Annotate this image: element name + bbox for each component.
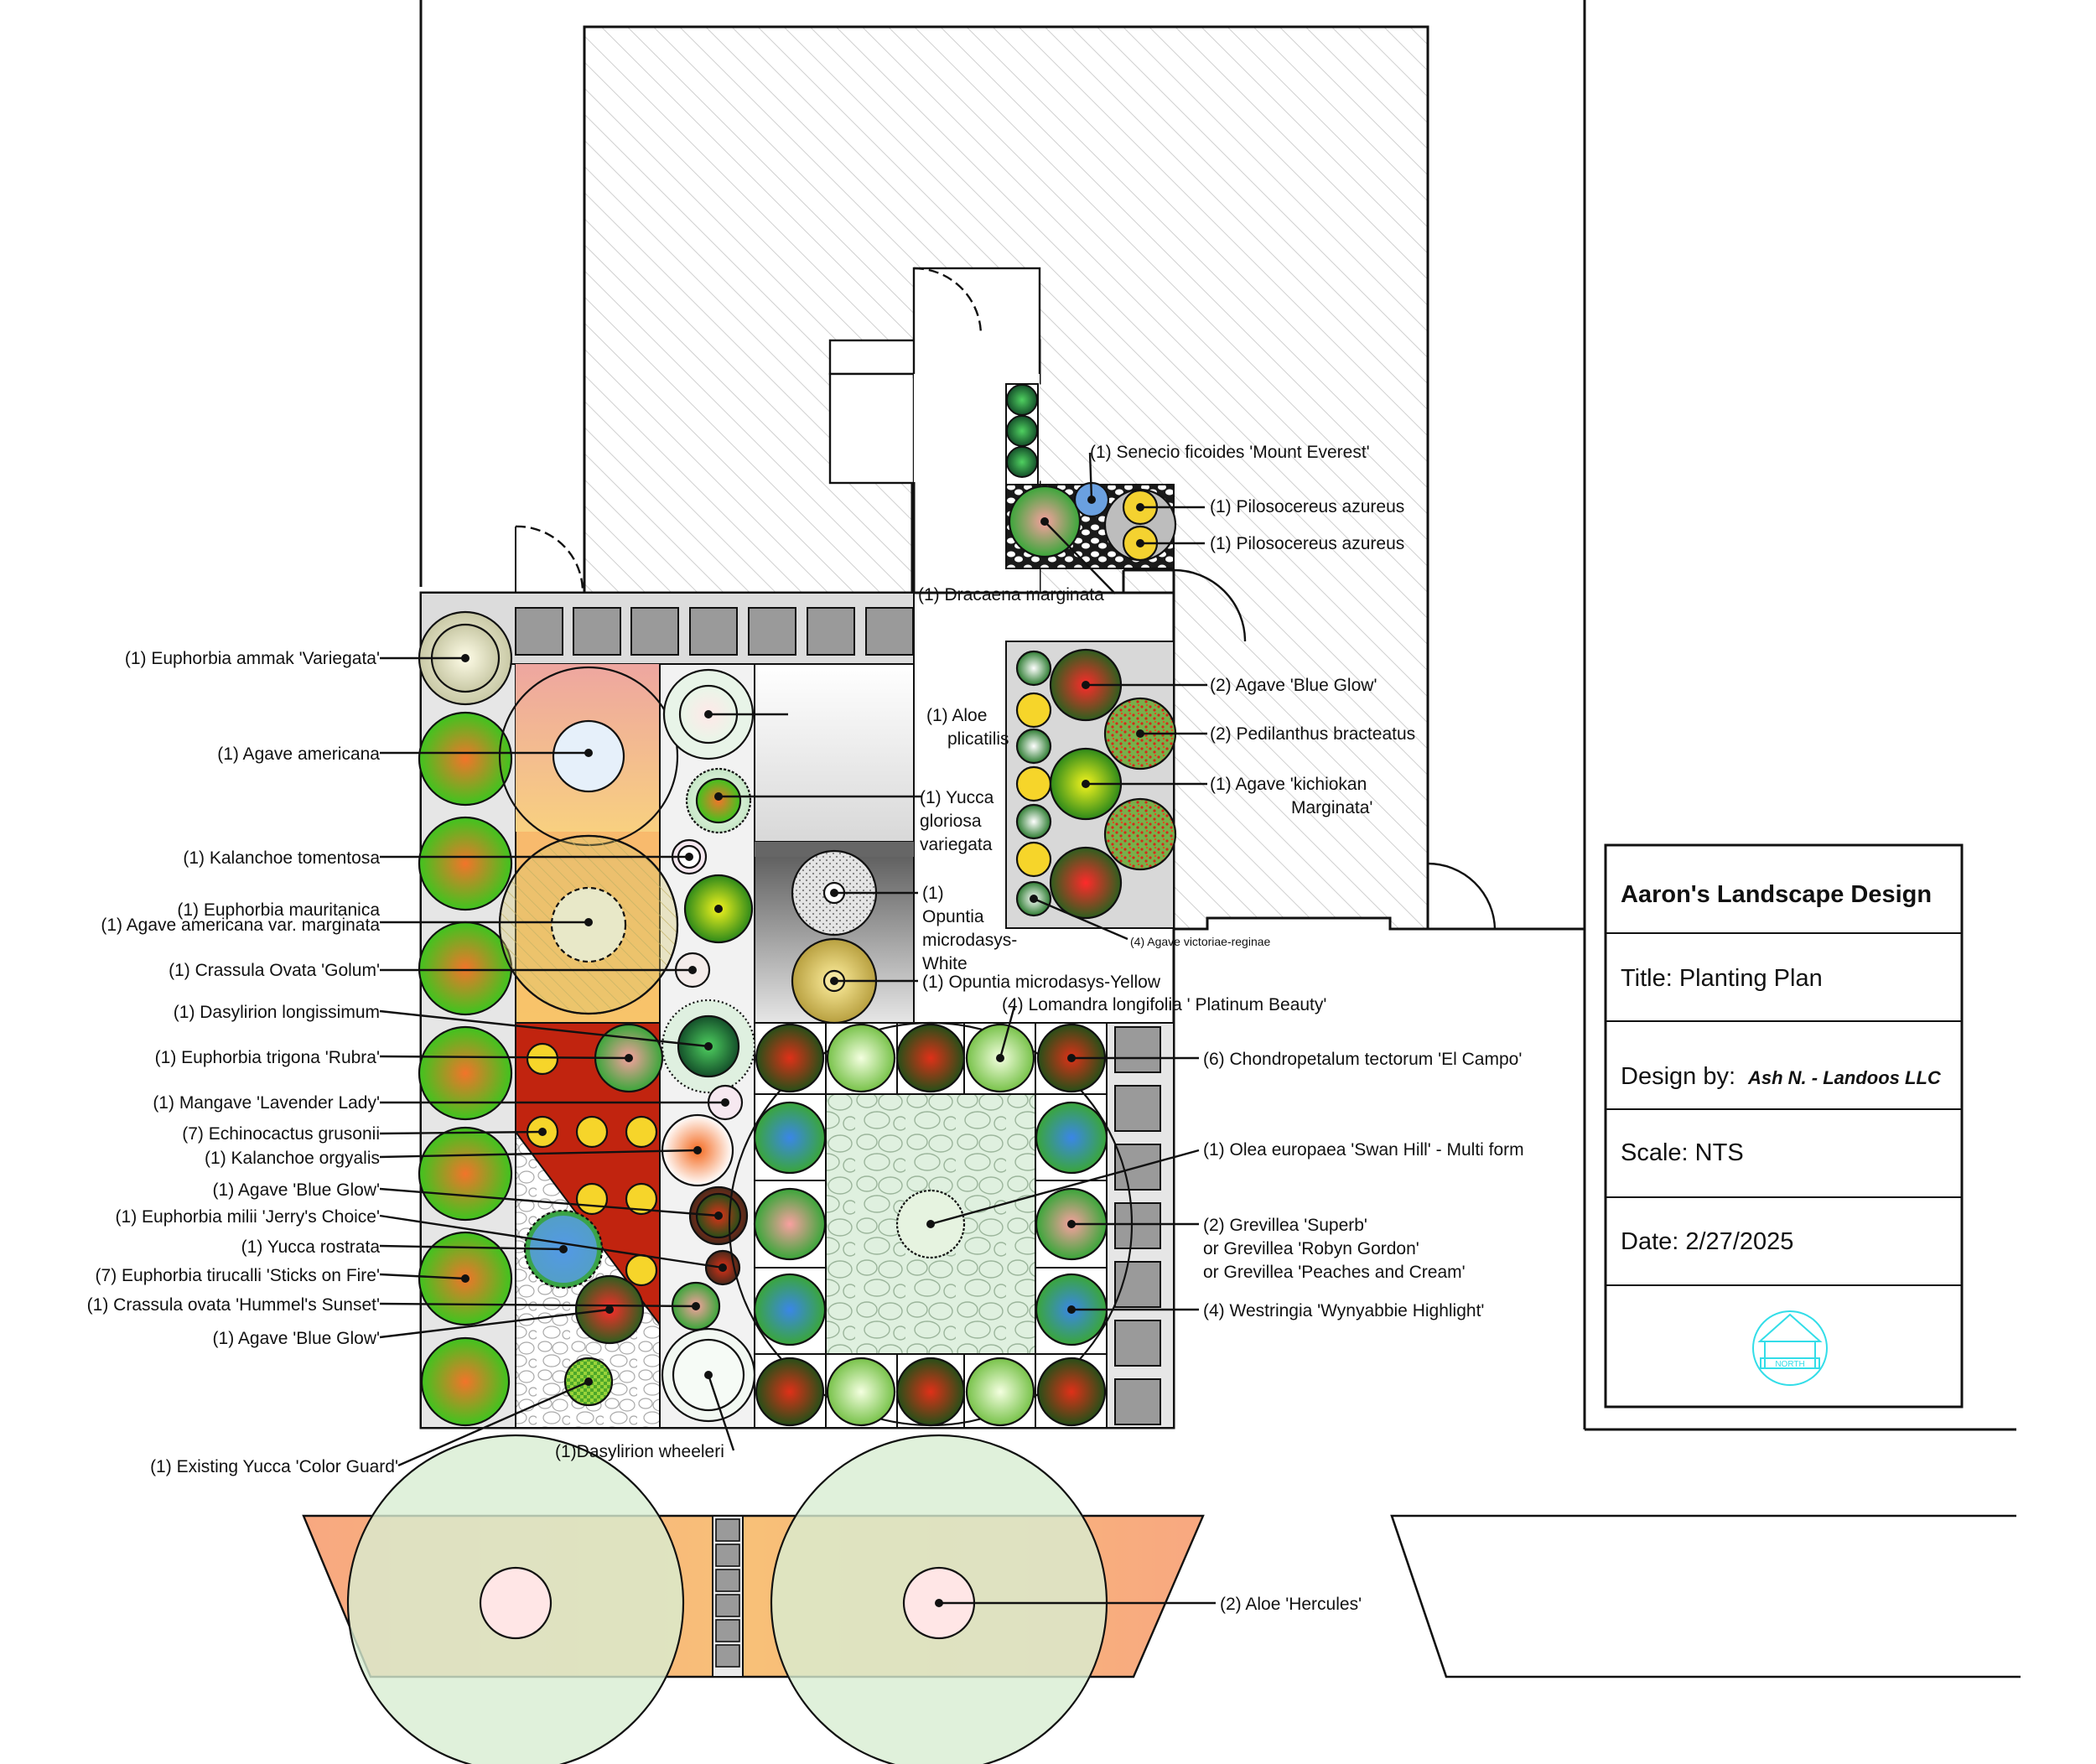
label-grevillea-2: or Grevillea 'Robyn Gordon' bbox=[1203, 1239, 1419, 1258]
label-yucca-gloriosa-1: (1) Yucca bbox=[920, 788, 994, 807]
label-echinocactus: (7) Echinocactus grusonii bbox=[182, 1124, 380, 1144]
label-dracaena: (1) Dracaena marginata bbox=[918, 585, 1104, 604]
label-yucca-rostrata: (1) Yucca rostrata bbox=[241, 1237, 381, 1257]
leader-lines bbox=[379, 452, 1216, 1605]
label-senecio: (1) Senecio ficoides 'Mount Everest' bbox=[1090, 443, 1370, 462]
label-mangave: (1) Mangave 'Lavender Lady' bbox=[153, 1093, 380, 1113]
title-block-scale: Scale: NTS bbox=[1621, 1139, 1744, 1166]
label-grevillea-1: (2) Grevillea 'Superb' bbox=[1203, 1216, 1367, 1235]
label-agave-blue-glow-b: (1) Agave 'Blue Glow' bbox=[213, 1329, 380, 1348]
front-planter-right-outline bbox=[1390, 1514, 2021, 1678]
label-crassula-hummel: (1) Crassula ovata 'Hummel's Sunset' bbox=[87, 1295, 380, 1315]
label-euphorbia-mauritanica: (1) Euphorbia mauritanica bbox=[177, 900, 380, 920]
label-agave-marginata: (1) Agave americana var. marginata bbox=[101, 916, 380, 935]
label-yucca-gloriosa-2: gloriosa bbox=[920, 812, 982, 831]
label-dasylirion-wheeleri: (1)Dasylirion wheeleri bbox=[555, 1442, 724, 1461]
plant-labels: (1) Senecio ficoides 'Mount Everest' (1)… bbox=[87, 443, 1524, 1614]
label-aloe-hercules: (2) Aloe 'Hercules' bbox=[1220, 1595, 1362, 1614]
title-block-design-by-label: Design by: bbox=[1621, 1063, 1735, 1090]
label-opuntia-white-1: (1) bbox=[922, 884, 944, 903]
label-olea: (1) Olea europaea 'Swan Hill' - Multi fo… bbox=[1203, 1140, 1524, 1160]
label-euphorbia-trigona: (1) Euphorbia trigona 'Rubra' bbox=[155, 1048, 380, 1067]
title-block: Aaron's Landscape Design Title: Planting… bbox=[1604, 843, 1964, 1409]
title-block-title: Title: Planting Plan bbox=[1621, 965, 1823, 992]
label-kalanchoe-orgyalis: (1) Kalanchoe orgyalis bbox=[205, 1149, 380, 1168]
label-agave-kichiokan-1: (1) Agave 'kichiokan bbox=[1210, 775, 1367, 794]
paver-strip-right bbox=[1114, 1026, 1161, 1425]
label-yucca-gloriosa-3: variegata bbox=[920, 835, 993, 854]
label-kalanchoe-tomentosa: (1) Kalanchoe tomentosa bbox=[183, 848, 380, 868]
label-opuntia-white-4: White bbox=[922, 954, 968, 973]
title-block-company: Aaron's Landscape Design bbox=[1621, 881, 1932, 908]
label-agave-blue-glow-a: (1) Agave 'Blue Glow' bbox=[213, 1180, 380, 1200]
label-pilosocereus-1: (1) Pilosocereus azureus bbox=[1210, 497, 1404, 516]
label-euphorbia-milii: (1) Euphorbia milii 'Jerry's Choice' bbox=[116, 1207, 380, 1227]
title-block-date: Date: 2/27/2025 bbox=[1621, 1228, 1793, 1255]
title-block-design-by-value: Ash N. - Landoos LLC bbox=[1747, 1067, 1942, 1088]
north-logo-icon: NORTH bbox=[1752, 1310, 1828, 1386]
label-aloe-plicatilis-1: (1) Aloe bbox=[926, 706, 987, 725]
label-pilosocereus-2: (1) Pilosocereus azureus bbox=[1210, 534, 1404, 553]
label-euphorbia-ammak: (1) Euphorbia ammak 'Variegata' bbox=[125, 649, 380, 668]
label-aloe-plicatilis-2: plicatilis bbox=[947, 729, 1009, 749]
label-lomandra: (4) Lomandra longifolia ' Platinum Beaut… bbox=[1002, 995, 1326, 1014]
label-opuntia-white-2: Opuntia bbox=[922, 907, 984, 926]
label-grevillea-3: or Grevillea 'Peaches and Cream' bbox=[1203, 1263, 1466, 1282]
label-opuntia-white-3: microdasys- bbox=[922, 931, 1017, 950]
label-dasylirion-longissimum: (1) Dasylirion longissimum bbox=[174, 1003, 380, 1022]
label-agave-victoriae: (4) Agave victoriae-reginae bbox=[1130, 935, 1271, 948]
label-opuntia-yellow: (1) Opuntia microdasys-Yellow bbox=[922, 973, 1161, 992]
label-agave-americana: (1) Agave americana bbox=[217, 745, 380, 764]
leader-dots bbox=[461, 495, 1144, 1607]
label-agave-blue-glow-2: (2) Agave 'Blue Glow' bbox=[1210, 676, 1377, 695]
label-westringia: (4) Westringia 'Wynyabbie Highlight' bbox=[1203, 1301, 1484, 1320]
label-agave-kichiokan-2: Marginata' bbox=[1291, 798, 1372, 817]
label-existing-yucca: (1) Existing Yucca 'Color Guard' bbox=[150, 1457, 398, 1476]
north-logo-text: NORTH bbox=[1775, 1360, 1804, 1369]
paver-strip-top bbox=[515, 607, 914, 656]
label-chondropetalum: (6) Chondropetalum tectorum 'El Campo' bbox=[1203, 1050, 1522, 1069]
label-euphorbia-tirucalli: (7) Euphorbia tirucalli 'Sticks on Fire' bbox=[96, 1266, 380, 1285]
label-crassula-golum: (1) Crassula Ovata 'Golum' bbox=[169, 961, 380, 980]
label-pedilanthus: (2) Pedilanthus bracteatus bbox=[1210, 724, 1415, 744]
